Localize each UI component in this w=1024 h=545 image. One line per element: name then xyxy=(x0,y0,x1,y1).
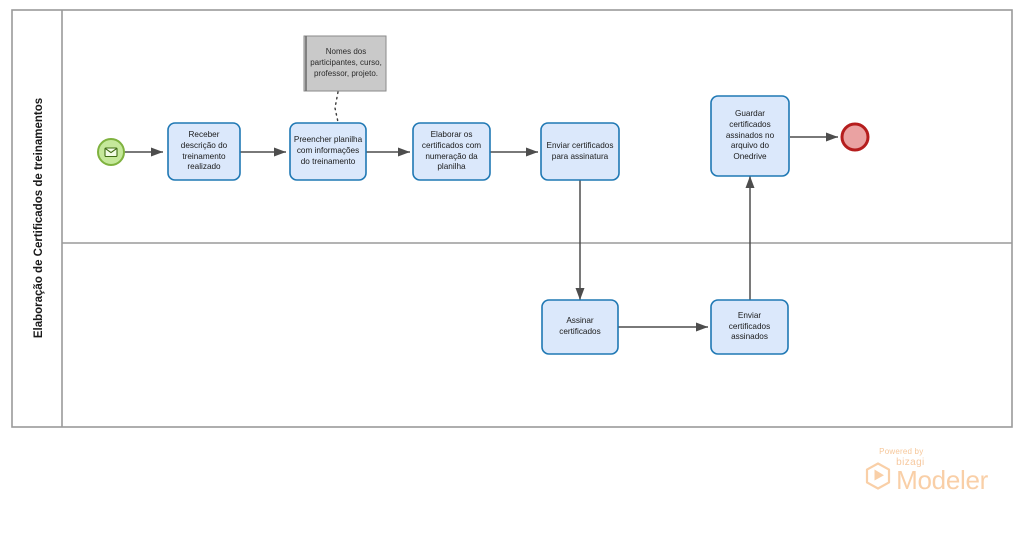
task-t3-shape[interactable] xyxy=(412,122,491,181)
task-t6-label: Assinar certificados xyxy=(559,316,601,336)
task-t6-shape[interactable] xyxy=(541,299,619,355)
bizagi-logo-icon xyxy=(866,461,891,490)
watermark-brand: bizagi xyxy=(896,457,925,469)
end-event[interactable] xyxy=(840,122,870,152)
task-t2[interactable] xyxy=(289,122,367,181)
pool-label: Elaboração de Certificados de treinament… xyxy=(33,98,45,338)
annotation-box xyxy=(303,35,387,92)
end-event-circle[interactable] xyxy=(840,122,870,152)
task-t1[interactable] xyxy=(167,122,241,181)
task-t5[interactable] xyxy=(710,95,790,177)
watermark-powered-by: Powered by xyxy=(879,447,924,457)
task-t4-label: Enviar certificados para assinatura xyxy=(546,140,614,161)
task-t2-label: Preencher planilha com informações do tr… xyxy=(293,135,363,166)
task-t6[interactable] xyxy=(541,299,619,355)
task-t5-label: Guardar certificados assinados no arquiv… xyxy=(725,108,775,162)
task-t2-shape[interactable] xyxy=(289,122,367,181)
pool xyxy=(11,9,1013,428)
bizagi-watermark: Powered by bizagi Modeler xyxy=(865,447,988,493)
annotation-label: Nomes dos participantes, curso, professo… xyxy=(310,47,382,78)
envelope-icon xyxy=(104,147,118,158)
task-t1-shape[interactable] xyxy=(167,122,241,181)
task-t5-shape[interactable] xyxy=(710,95,790,177)
annotation-association xyxy=(334,91,339,123)
task-t4-shape[interactable] xyxy=(540,122,620,181)
watermark-product: Modeler xyxy=(896,465,988,496)
sequence-flows xyxy=(124,132,838,332)
task-t4[interactable] xyxy=(540,122,620,181)
start-event[interactable] xyxy=(97,138,125,166)
annotation-nomes-dos-participantes xyxy=(303,35,387,123)
pool-outline xyxy=(11,9,1013,428)
task-t7-shape[interactable] xyxy=(710,299,789,355)
task-t3[interactable] xyxy=(412,122,491,181)
task-t7-label: Enviar certificados assinados xyxy=(728,310,771,342)
task-t7[interactable] xyxy=(710,299,789,355)
task-t3-label: Elaborar os certificados com numeração d… xyxy=(421,129,482,172)
task-t1-label: Receber descrição do treinamento realiza… xyxy=(180,129,228,172)
